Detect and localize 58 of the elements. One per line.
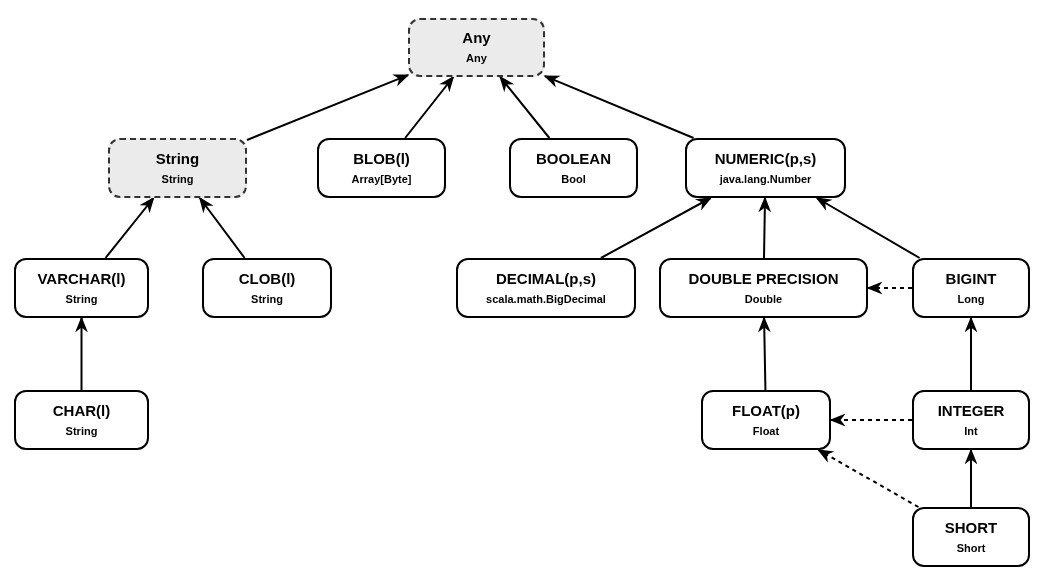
- type-name: DECIMAL(p,s): [496, 269, 596, 289]
- arrow: [104, 196, 155, 259]
- type-box: [456, 258, 636, 318]
- type-box: [202, 258, 332, 318]
- abstract-type-box: [108, 138, 247, 198]
- arrow: [198, 196, 246, 259]
- abstract-type-box: [408, 18, 545, 77]
- arrow: [543, 75, 695, 139]
- mapped-type: Float: [752, 424, 780, 439]
- mapped-type: Any: [466, 52, 487, 66]
- arrow: [757, 316, 771, 391]
- mapped-type: scala.math.BigDecimal: [486, 292, 606, 307]
- mapped-type: String: [161, 172, 194, 187]
- type-box: [509, 138, 638, 198]
- type-box: [685, 138, 846, 198]
- arrow: [758, 196, 772, 259]
- type-name: String: [155, 149, 200, 169]
- type-box: [659, 258, 868, 318]
- arrow: [817, 449, 920, 508]
- type-name: Any: [462, 29, 491, 48]
- arrow: [599, 197, 713, 259]
- arrow: [499, 75, 551, 139]
- type-name: FLOAT(p): [732, 401, 800, 421]
- arrow: [404, 75, 455, 139]
- type-box: [14, 258, 149, 318]
- mapped-type: Long: [957, 292, 985, 307]
- type-name: SHORT: [944, 518, 998, 538]
- type-box: [912, 258, 1030, 318]
- type-name: NUMERIC(p,s): [714, 149, 817, 169]
- mapped-type: String: [251, 292, 283, 307]
- type-box: [912, 507, 1030, 567]
- mapped-type: String: [65, 292, 98, 307]
- type-name: BIGINT: [945, 269, 997, 289]
- mapped-type: Short: [956, 541, 986, 556]
- type-name: BOOLEAN: [536, 149, 611, 169]
- mapped-type: Double: [744, 292, 783, 307]
- mapped-type: java.lang.Number: [719, 172, 812, 187]
- type-box: [701, 390, 831, 450]
- type-name: VARCHAR(l): [37, 269, 126, 289]
- type-name: CLOB(l): [238, 269, 296, 289]
- arrow: [75, 316, 88, 391]
- type-box: [317, 138, 446, 198]
- type-name: INTEGER: [937, 401, 1005, 421]
- mapped-type: String: [65, 424, 98, 439]
- mapped-type: Int: [964, 424, 978, 439]
- mapped-type: Bool: [561, 172, 586, 187]
- arrow: [866, 281, 913, 295]
- type-name: BLOB(l): [353, 149, 410, 169]
- arrow: [964, 316, 978, 391]
- type-name: CHAR(l): [52, 401, 111, 421]
- arrow: [964, 448, 978, 508]
- mapped-type: Array[Byte]: [351, 172, 412, 187]
- arrow: [246, 74, 410, 141]
- type-box: [912, 390, 1030, 450]
- arrow: [829, 413, 913, 427]
- arrow: [815, 197, 921, 259]
- type-box: [14, 390, 149, 450]
- type-name: DOUBLE PRECISION: [688, 269, 839, 289]
